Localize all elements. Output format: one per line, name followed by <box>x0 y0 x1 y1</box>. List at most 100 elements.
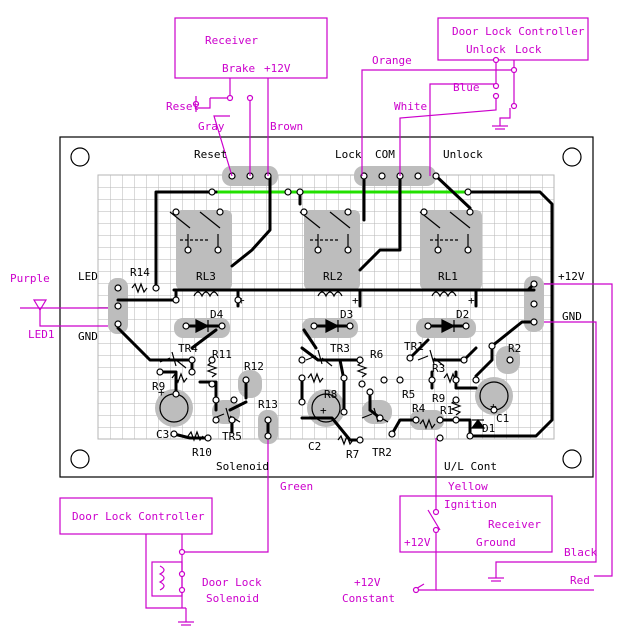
label-r11: R11 <box>212 348 232 361</box>
label-r12: R12 <box>244 360 264 373</box>
wire-brown: Brown <box>270 120 303 133</box>
label-rl2: RL2 <box>323 270 343 283</box>
label-r1: R1 <box>440 404 453 417</box>
receiver-bottom-box <box>399 495 553 553</box>
diode-d3 <box>325 319 340 333</box>
dlc-top-lock: Lock <box>515 43 542 56</box>
receiver-top-box <box>174 17 328 79</box>
board-label-solenoid: Solenoid <box>216 460 269 473</box>
receiver-bottom-ground: Ground <box>476 536 516 549</box>
transistor-tr4 <box>159 351 187 369</box>
label-r14: R14 <box>130 266 150 279</box>
label-r8: R8 <box>324 388 337 401</box>
label-rl3: RL3 <box>196 270 216 283</box>
label-d2: D2 <box>456 308 469 321</box>
external-wiring <box>20 17 613 626</box>
wire-purple: Purple <box>10 272 50 285</box>
wire-blue: Blue <box>453 81 480 94</box>
dlc-bottom-title: Door Lock Controller <box>72 510 205 523</box>
wire-orange: Orange <box>372 54 412 67</box>
plus12v-constant-line2: Constant <box>342 592 395 605</box>
board-label-lock: Lock <box>335 148 362 161</box>
label-r5: R5 <box>402 388 415 401</box>
svg-text:+: + <box>158 386 165 399</box>
label-r7: R7 <box>346 448 359 461</box>
pads <box>114 172 538 444</box>
resistor-r9-left <box>171 372 188 384</box>
label-r6: R6 <box>370 348 383 361</box>
resistor-r10 <box>187 430 204 442</box>
wire-green: Green <box>280 480 313 493</box>
mounting-hole <box>70 147 90 167</box>
label-r9-left: R9 <box>152 380 165 393</box>
resistor-r11 <box>206 361 218 378</box>
board-label-gnd-right: GND <box>562 310 582 323</box>
receiver-bottom-plus12v: +12V <box>404 536 431 549</box>
dlc-top-title: Door Lock Controller <box>452 25 585 38</box>
label-c2: C2 <box>308 440 321 453</box>
capacitor-c2 <box>311 393 341 423</box>
wire-gray: Gray <box>198 120 225 133</box>
resistor-r14 <box>131 282 148 294</box>
wire-reset: Reset <box>166 100 199 113</box>
label-r10: R10 <box>192 446 212 459</box>
board-label-plus12v: +12V <box>558 270 585 283</box>
resistor-r1 <box>450 399 462 416</box>
board-label-unlock: Unlock <box>443 148 483 161</box>
svg-text:+: + <box>320 404 327 417</box>
board-label-ul-cont: U/L Cont <box>444 460 497 473</box>
board-label-reset: Reset <box>194 148 227 161</box>
label-r3: R3 <box>432 362 445 375</box>
wire-yellow: Yellow <box>448 480 488 493</box>
label-tr2: TR2 <box>372 446 392 459</box>
label-r2: R2 <box>508 342 521 355</box>
plus12v-constant-line1: +12V <box>354 576 381 589</box>
receiver-bottom-title: Receiver <box>488 518 541 531</box>
label-tr5: TR5 <box>222 430 242 443</box>
mounting-hole <box>70 449 90 469</box>
board-label-gnd-left: GND <box>78 330 98 343</box>
wire-white: White <box>394 100 427 113</box>
resistor-r4 <box>419 418 436 430</box>
door-lock-solenoid-line1: Door Lock <box>202 576 262 589</box>
label-c3: C3 <box>156 428 169 441</box>
door-lock-solenoid-line2: Solenoid <box>206 592 259 605</box>
transistor-tr3 <box>305 349 333 367</box>
wire-led1: LED1 <box>28 328 55 341</box>
receiver-top-title: Receiver <box>205 34 258 47</box>
wire-black: Black <box>564 546 597 559</box>
label-tr4: TR4 <box>178 342 198 355</box>
board-label-com: COM <box>375 148 395 161</box>
label-d3: D3 <box>340 308 353 321</box>
resistor-r8 <box>307 372 324 384</box>
diode-d1 <box>470 419 486 429</box>
label-r9-right: R9 <box>432 392 445 405</box>
diode-d2 <box>441 319 456 333</box>
dlc-top-unlock: Unlock <box>466 43 506 56</box>
label-tr3: TR3 <box>330 342 350 355</box>
label-rl1: RL1 <box>438 270 458 283</box>
door-lock-controller-top-box <box>437 17 589 61</box>
label-c1: C1 <box>496 412 509 425</box>
receiver-bottom-ignition: Ignition <box>444 498 497 511</box>
receiver-top-brake: Brake <box>222 62 255 75</box>
label-r4: R4 <box>412 402 426 415</box>
resistor-r7 <box>337 434 354 446</box>
resistor-r6 <box>356 361 368 378</box>
switch-contacts <box>178 56 518 594</box>
label-r13: R13 <box>258 398 278 411</box>
label-d1: D1 <box>482 422 495 435</box>
mounting-hole <box>562 147 582 167</box>
door-lock-controller-bottom-box <box>59 497 213 535</box>
receiver-top-plus12v: +12V <box>264 62 291 75</box>
relay-rl3 <box>169 211 221 298</box>
svg-text:+: + <box>468 294 475 307</box>
label-tr1: TR1 <box>404 340 424 353</box>
transistor-tr1 <box>417 349 445 367</box>
mounting-hole <box>562 449 582 469</box>
diode-d4 <box>195 319 210 333</box>
board-label-led: LED <box>78 270 98 283</box>
wire-red: Red <box>570 574 590 587</box>
label-d4: D4 <box>210 308 224 321</box>
